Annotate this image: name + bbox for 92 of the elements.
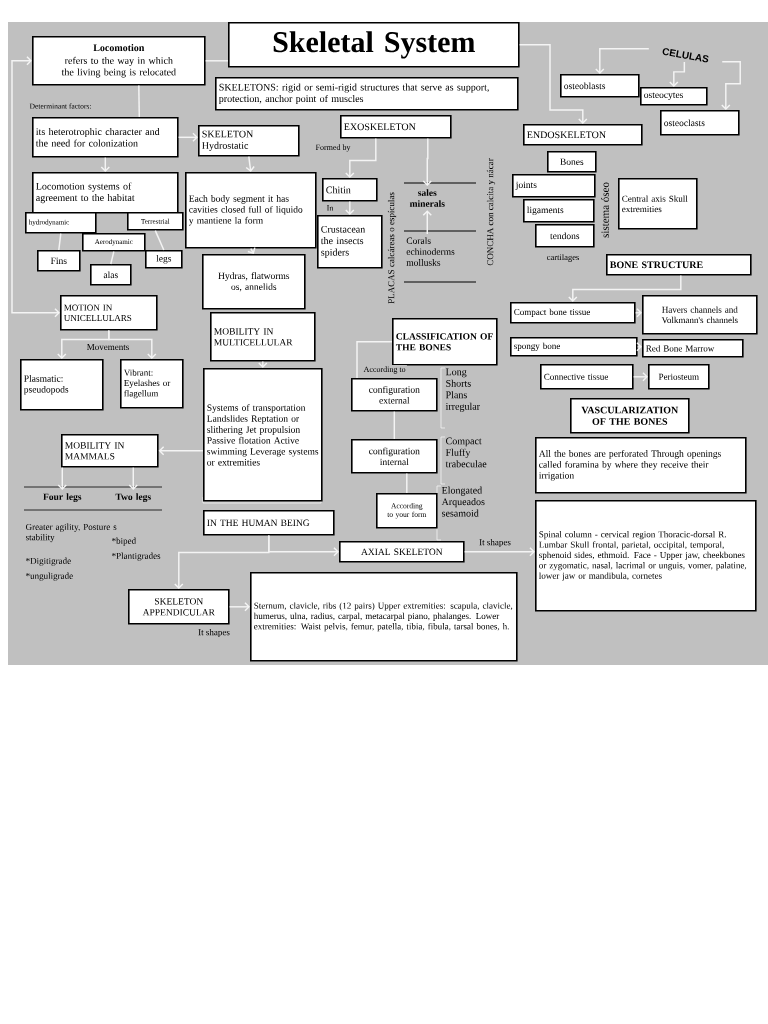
title-box: Skeletal System — [228, 22, 520, 68]
concept-box: its heterotrophic character and the need for colonization — [32, 117, 179, 158]
arrow — [721, 60, 741, 110]
arrow — [568, 274, 682, 302]
arrow — [422, 137, 432, 186]
concept-box: Systems of transportation Landslides Reptation or slithering Jet propulsion Passive flotation Active swimming Leverage systems or extremities — [203, 368, 323, 502]
concept-box: osteoclasts — [660, 110, 740, 136]
arrow — [356, 341, 393, 379]
arrow — [174, 534, 270, 589]
concept-box: joints — [512, 174, 596, 198]
arrow — [595, 47, 650, 74]
arrow — [247, 246, 256, 254]
concept-box: configuration external — [351, 378, 438, 412]
concept-box: osteoblasts — [560, 74, 640, 98]
concept-box: CLASSIFICATION OF THE BONES — [392, 318, 498, 366]
concept-box: Hydras, flatworms os, annelids — [202, 254, 306, 310]
concept-box: Periosteum — [648, 364, 710, 390]
arrow — [128, 466, 138, 490]
concept-box: Each body segment it has cavities closed full of liquido y mantiene la form — [185, 172, 317, 249]
arrow — [422, 210, 432, 235]
concept-box: Connective tissue — [540, 364, 634, 390]
concept-box: MOTION IN UNICELLULARS — [60, 295, 158, 331]
edge-label: According to — [362, 365, 407, 375]
heading-label: CELULAS — [662, 48, 709, 63]
concept-box: osteocytes — [640, 87, 708, 106]
concept-box: Fins — [37, 250, 81, 272]
concept-box: tendons — [535, 224, 595, 248]
edge-label: Formed by — [314, 143, 352, 153]
concept-box: MOBILITY IN MULTICELLULAR — [210, 312, 316, 362]
edge-label: It shapes — [477, 537, 513, 549]
text-label: Elongated Arqueados sesamoid — [441, 486, 485, 517]
concept-box: Sternum, clavicle, ribs (12 pairs) Upper extremities: scapula, clavicle, humerus, ulna, radius, carpal, metacarpal piano, phalanges. Lower extremities: Waist pelvis, femur, patella, tibia, fibula, tarsal bones, h. — [250, 572, 518, 662]
arrow — [57, 466, 67, 490]
arrow — [11, 56, 60, 318]
arrow — [258, 360, 268, 368]
arrow — [518, 44, 588, 124]
edge-label: In — [325, 204, 335, 212]
arrow — [100, 156, 111, 172]
concept-box: EXOSKELETON — [340, 115, 452, 139]
concept-box: alas — [90, 264, 132, 286]
text-label: sales minerals — [409, 189, 445, 207]
arrow — [158, 446, 204, 456]
arrow — [345, 200, 355, 215]
text-label: Long Shorts Plans irregular — [445, 368, 480, 412]
arrow — [228, 602, 250, 612]
text-label: Movements — [87, 344, 129, 350]
concept-box: ligaments — [523, 199, 595, 223]
arrow — [177, 132, 198, 143]
concept-box: spongy bone — [510, 337, 638, 357]
text-label: Four legs — [43, 493, 82, 502]
concept-box: All the bones are perforated Through openings called foramina by where they receive their irrigation — [535, 437, 747, 494]
arrow — [636, 342, 642, 352]
text-label: Corals echinoderms mollusks — [406, 237, 455, 266]
concept-box: AXIAL SKELETON — [339, 541, 465, 563]
arrow — [108, 329, 157, 359]
concept-box: ENDOSKELETON — [523, 124, 643, 146]
arrow — [669, 61, 686, 87]
rotated-label: sistema óseo — [601, 182, 609, 238]
concept-box: SKELETON APPENDICULAR — [128, 589, 230, 625]
text-label: *unguligrade — [26, 572, 73, 581]
concept-box: Plasmatic: pseudopods — [20, 359, 104, 411]
arrow — [632, 372, 648, 382]
concept-box: legs — [145, 250, 183, 269]
concept-box: Crustacean the insects spiders — [317, 215, 383, 269]
rotated-label: PLACAS calcáreas o espículas — [387, 192, 397, 304]
concept-box: Locomotion refers to the way in which the living being is relocated — [32, 36, 206, 86]
concept-box: Spinal column - cervical region Thoracic-dorsal R. Lumbar Skull frontal, parietal, occipital, temporal, sphenoid sides, ethmoid. Face - Upper jaw, cheekbones or zygomatic, nasal, lacrimal or unguis, vomer, palatine, lower jaw or mandibula, cornetes — [535, 500, 757, 612]
concept-box: IN THE HUMAN BEING — [203, 510, 335, 536]
concept-box: Compact bone tissue — [510, 302, 636, 324]
arrow — [345, 137, 377, 178]
concept-box: BONE STRUCTURE — [606, 254, 752, 276]
concept-box: Red Bone Marrow — [642, 339, 744, 358]
concept-box: Central axis Skull extremities — [618, 178, 698, 230]
concept-box: MOBILITY IN MAMMALS — [61, 434, 159, 468]
concept-box: Vibrant: Eyelashes or flagellum — [120, 359, 184, 409]
arrow — [634, 308, 642, 318]
text-label: *Plantigrades — [112, 552, 161, 561]
concept-box: Havers channels and Volkmann's channels — [642, 295, 758, 335]
edge-label: It shapes — [196, 627, 232, 639]
text-label: Compact Fluffy trabeculae — [445, 437, 487, 468]
arrow — [245, 155, 255, 172]
text-label: Two legs — [115, 493, 151, 502]
text-label: *Digitigrade — [26, 557, 71, 566]
rotated-label: CONCHA con calcita y nácar — [486, 158, 496, 266]
concept-box: SKELETONS: rigid or semi-rigid structures that serve as support, protection, anchor point of muscles — [215, 77, 519, 111]
concept-box: Chitin — [322, 178, 378, 202]
concept-box: SKELETON Hydrostatic — [198, 125, 300, 157]
concept-box: Bones — [547, 151, 597, 173]
concept-box: configuration internal — [351, 439, 438, 474]
arrow — [463, 547, 535, 557]
text-label: *biped — [112, 537, 136, 546]
concept-box: VASCULARIZATION OF THE BONES — [570, 398, 690, 434]
